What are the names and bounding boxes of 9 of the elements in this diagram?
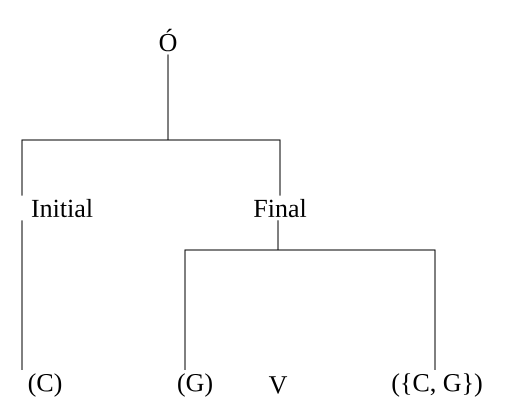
tree-line (168, 54, 280, 196)
node-label: Final (254, 198, 306, 218)
tree-line (278, 220, 436, 371)
node-label: Ó (160, 28, 176, 52)
node-label: (G) (178, 373, 212, 397)
node-label: Initial (32, 198, 93, 218)
node-label: (C) (28, 373, 62, 397)
node-label: ({C, G}) (392, 373, 482, 397)
node-label: V (268, 376, 288, 394)
